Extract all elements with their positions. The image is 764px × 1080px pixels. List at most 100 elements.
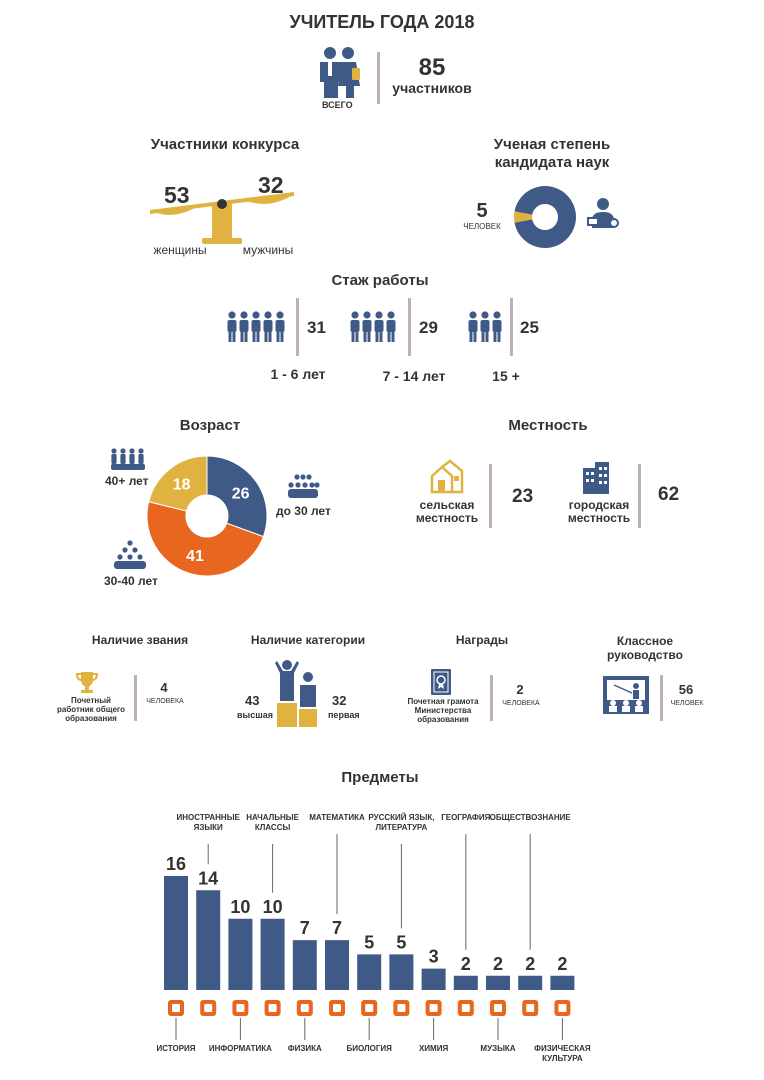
bar — [164, 876, 188, 990]
bar — [292, 940, 317, 990]
bar-value-label: 10 — [263, 897, 283, 917]
bar — [260, 918, 285, 990]
bar-value-label: 16 — [166, 854, 186, 874]
people-crowd-icon — [114, 540, 146, 569]
category-high-label: высшая — [237, 710, 273, 720]
people-icon-group — [350, 311, 396, 342]
category-label: БИОЛОГИЯ — [346, 1044, 392, 1053]
degree-title-line1: Ученая степень — [493, 136, 611, 153]
person-icon — [239, 311, 249, 342]
person-icon — [468, 311, 478, 342]
participants-title: Участники конкурса — [150, 136, 300, 153]
laptop-icon — [232, 1000, 249, 1016]
urban-label-line2: местность — [567, 511, 631, 525]
flask-icon — [425, 1000, 442, 1016]
person-icon — [374, 311, 384, 342]
bar-value-label: 3 — [429, 947, 439, 967]
people-icon-group — [468, 311, 502, 342]
degree-unit: ЧЕЛОВЕК — [463, 222, 501, 231]
globe-icon — [457, 1000, 474, 1016]
certificate-icon — [431, 669, 451, 695]
classroom-icon — [603, 676, 649, 714]
title-stat-desc: образования — [65, 714, 117, 723]
awards-value: 2 — [516, 682, 524, 697]
pie-slice-label: 41 — [186, 548, 204, 565]
experience-label: 7 - 14 лет — [382, 368, 446, 384]
scholar-icon — [587, 198, 619, 228]
person-icon — [362, 311, 372, 342]
pie-slice-label: 26 — [232, 486, 250, 503]
awards-desc: образования — [417, 715, 469, 724]
divider — [377, 52, 380, 104]
protractor-icon — [329, 1000, 345, 1016]
person-icon — [350, 311, 360, 342]
bar-value-label: 2 — [461, 954, 471, 974]
urban-value: 62 — [658, 484, 680, 505]
category-label: РУССКИЙ ЯЗЫК,ЛИТЕРАТУРА — [368, 813, 434, 832]
person-icon — [386, 311, 396, 342]
rural-label-line1: сельская — [419, 498, 475, 512]
degree-title-line2: кандидата наук — [494, 154, 610, 171]
music-icon — [490, 1000, 506, 1016]
category-label: МУЗЫКА — [480, 1044, 515, 1053]
podium-icon — [275, 660, 317, 727]
title-stat-desc: работник общего — [57, 705, 125, 714]
total-label: ВСЕГО — [322, 100, 353, 110]
category-label: ИСТОРИЯ — [156, 1044, 195, 1053]
atom-icon — [296, 1000, 313, 1016]
bar — [518, 975, 543, 990]
degree-donut-chart — [514, 186, 576, 248]
bar — [453, 975, 478, 990]
plant-icon — [361, 1000, 378, 1016]
category-label: ОБЩЕСТВОЗНАНИЕ — [490, 813, 572, 822]
rural-label-line2: местность — [415, 511, 479, 525]
bar — [325, 940, 349, 990]
age-label-30-40: 30-40 лет — [104, 574, 158, 588]
experience-label: 15 + — [492, 368, 520, 384]
rural-house-icon — [430, 459, 464, 494]
bar — [196, 890, 221, 990]
awards-unit: ЧЕЛОВЕКА — [502, 700, 540, 707]
category-label: МАТЕМАТИКА — [309, 813, 365, 822]
museum-icon — [168, 1000, 184, 1016]
divider — [638, 464, 641, 528]
divider — [490, 675, 493, 721]
divider — [660, 675, 663, 721]
class-lead-unit: ЧЕЛОВЕК — [670, 700, 704, 707]
category-first-label: первая — [328, 710, 360, 720]
bar — [421, 968, 446, 990]
pie-slice — [148, 455, 208, 512]
experience-value: 29 — [419, 318, 438, 337]
category-high-value: 43 — [245, 693, 260, 708]
bar — [228, 918, 253, 990]
class-lead-title-line2: руководство — [607, 648, 683, 662]
locality-title: Местность — [508, 417, 588, 434]
bar — [389, 954, 414, 990]
class-lead-title-line1: Классное — [616, 634, 674, 648]
title-stat-unit: ЧЕЛОВЕКА — [146, 698, 184, 705]
subjects-title: Предметы — [341, 769, 419, 786]
urban-label-line1: городская — [568, 498, 630, 512]
bar-value-label: 2 — [557, 954, 567, 974]
bar-value-label: 2 — [525, 954, 535, 974]
experience-value: 31 — [307, 318, 326, 337]
men-value: 32 — [258, 172, 284, 198]
people-crowd-icon — [288, 474, 320, 498]
category-title: Наличие категории — [250, 633, 366, 647]
page-title: УЧИТЕЛЬ ГОДА 2018 — [289, 12, 475, 32]
bar-value-label: 7 — [300, 918, 310, 938]
divider — [510, 298, 513, 356]
scales-icon — [150, 192, 294, 244]
person-icon — [275, 311, 285, 342]
person-icon — [480, 311, 490, 342]
women-value: 53 — [164, 182, 190, 208]
bar — [357, 954, 382, 990]
men-label: мужчины — [242, 243, 294, 257]
divider — [489, 464, 492, 528]
degree-value: 5 — [476, 200, 488, 222]
age-title: Возраст — [179, 417, 241, 434]
urban-building-icon — [583, 462, 609, 494]
category-label: ИНФОРМАТИКА — [209, 1044, 272, 1053]
